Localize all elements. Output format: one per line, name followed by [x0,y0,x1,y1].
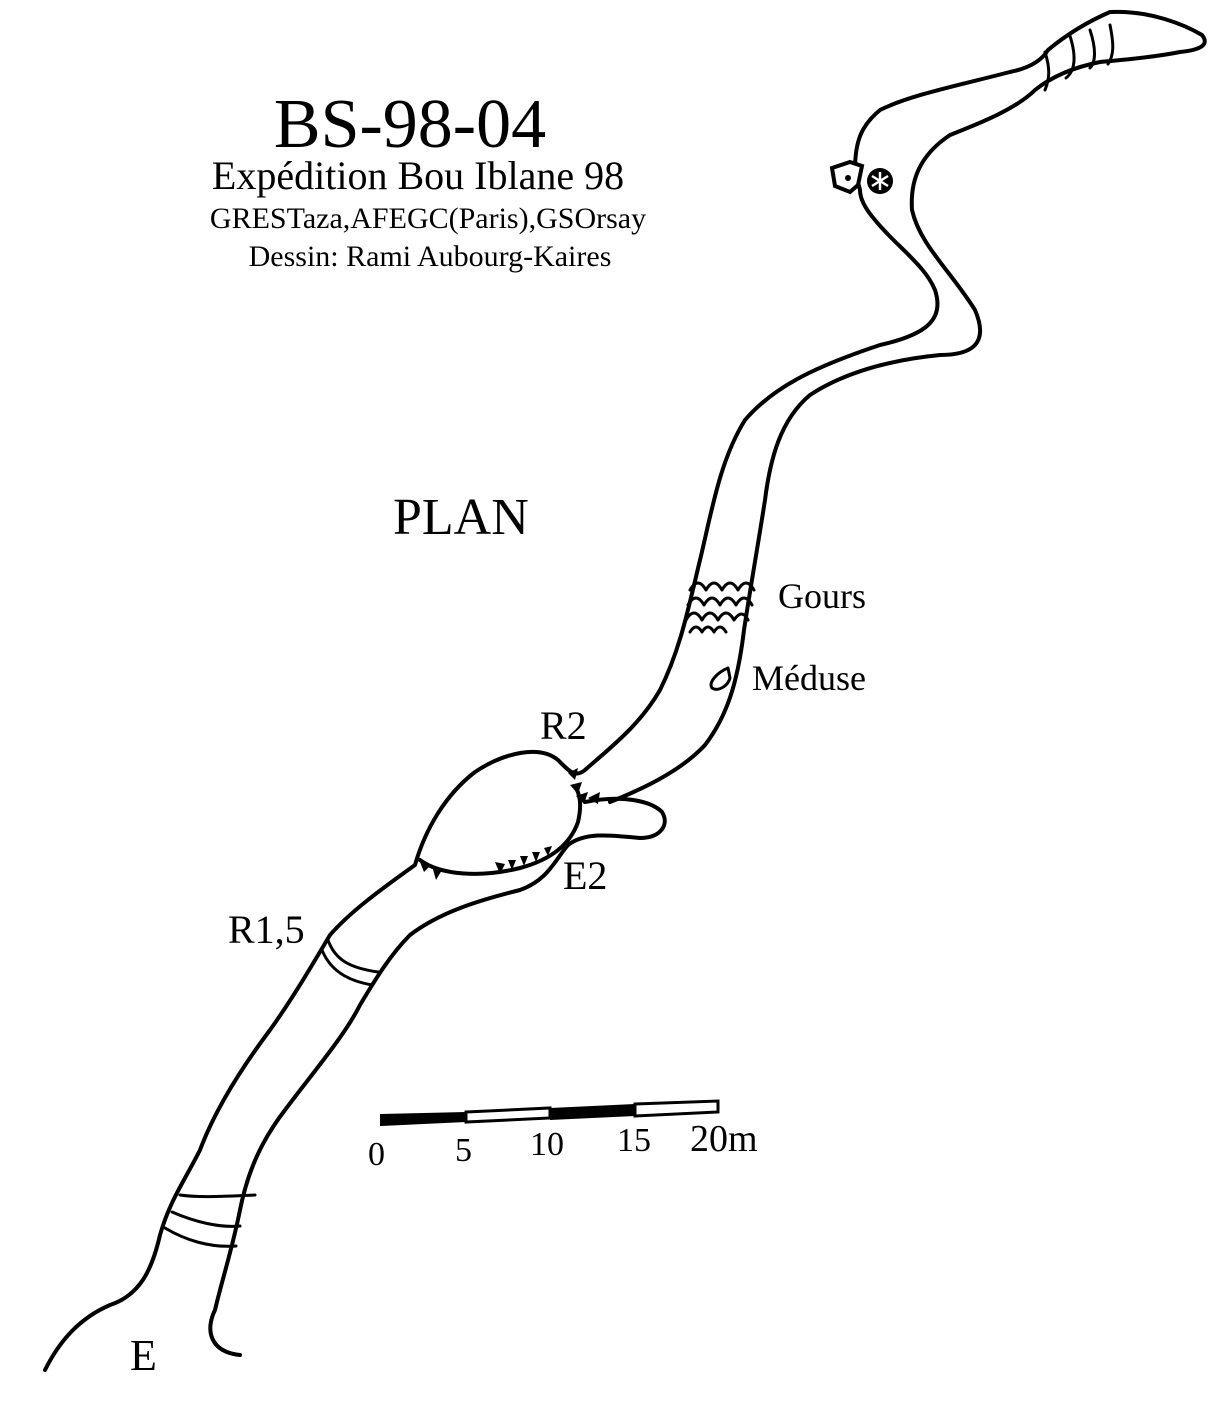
gours-formation [684,581,756,634]
label-e2: E2 [563,853,608,898]
survey-title: BS-98-04 [273,86,547,163]
asterisk-icon [871,172,889,190]
drawing-credit: Dessin: Rami Aubourg-Kaires [248,240,612,273]
label-r2: R2 [540,703,587,748]
scale-bar [380,1099,720,1126]
scale-segment-5-10 [464,1106,552,1124]
scale-label: 10 [530,1126,564,1163]
passage-band [1043,50,1051,92]
view-label: PLAN [393,489,529,546]
organizations-line: GRESTaza,AFEGC(Paris),GSOrsay [209,202,647,235]
passage-band [1064,34,1076,80]
passage-band [170,1210,242,1228]
label-meduse: Méduse [752,658,866,698]
meduse-formation [709,666,732,691]
label-gours: Gours [778,576,866,616]
scale-label: 5 [455,1132,472,1169]
passage-band [178,1193,257,1199]
scale-segment-0-5 [380,1112,466,1126]
entrance-pit-dot-icon [845,175,851,181]
scale-segment-10-15 [550,1104,635,1120]
chamber-lower-edge [418,786,583,876]
scale-label: 15 [617,1122,651,1159]
cave-wall-west [43,9,1207,1372]
cave-wall-east [208,796,667,1357]
label-entrance: E [130,1331,157,1380]
label-r1-5: R1,5 [228,907,305,952]
scale-label: 0 [368,1136,385,1173]
expedition-subtitle: Expédition Bou Iblane 98 [211,153,625,198]
drop-hachures [420,768,600,880]
scale-segment-15-20 [633,1099,720,1118]
scale-label: 20m [690,1118,758,1160]
passage-band [1106,23,1115,66]
passage-band [163,1226,238,1248]
passage-band [320,948,374,987]
passage-band [326,938,380,974]
passage-band [1088,28,1096,70]
